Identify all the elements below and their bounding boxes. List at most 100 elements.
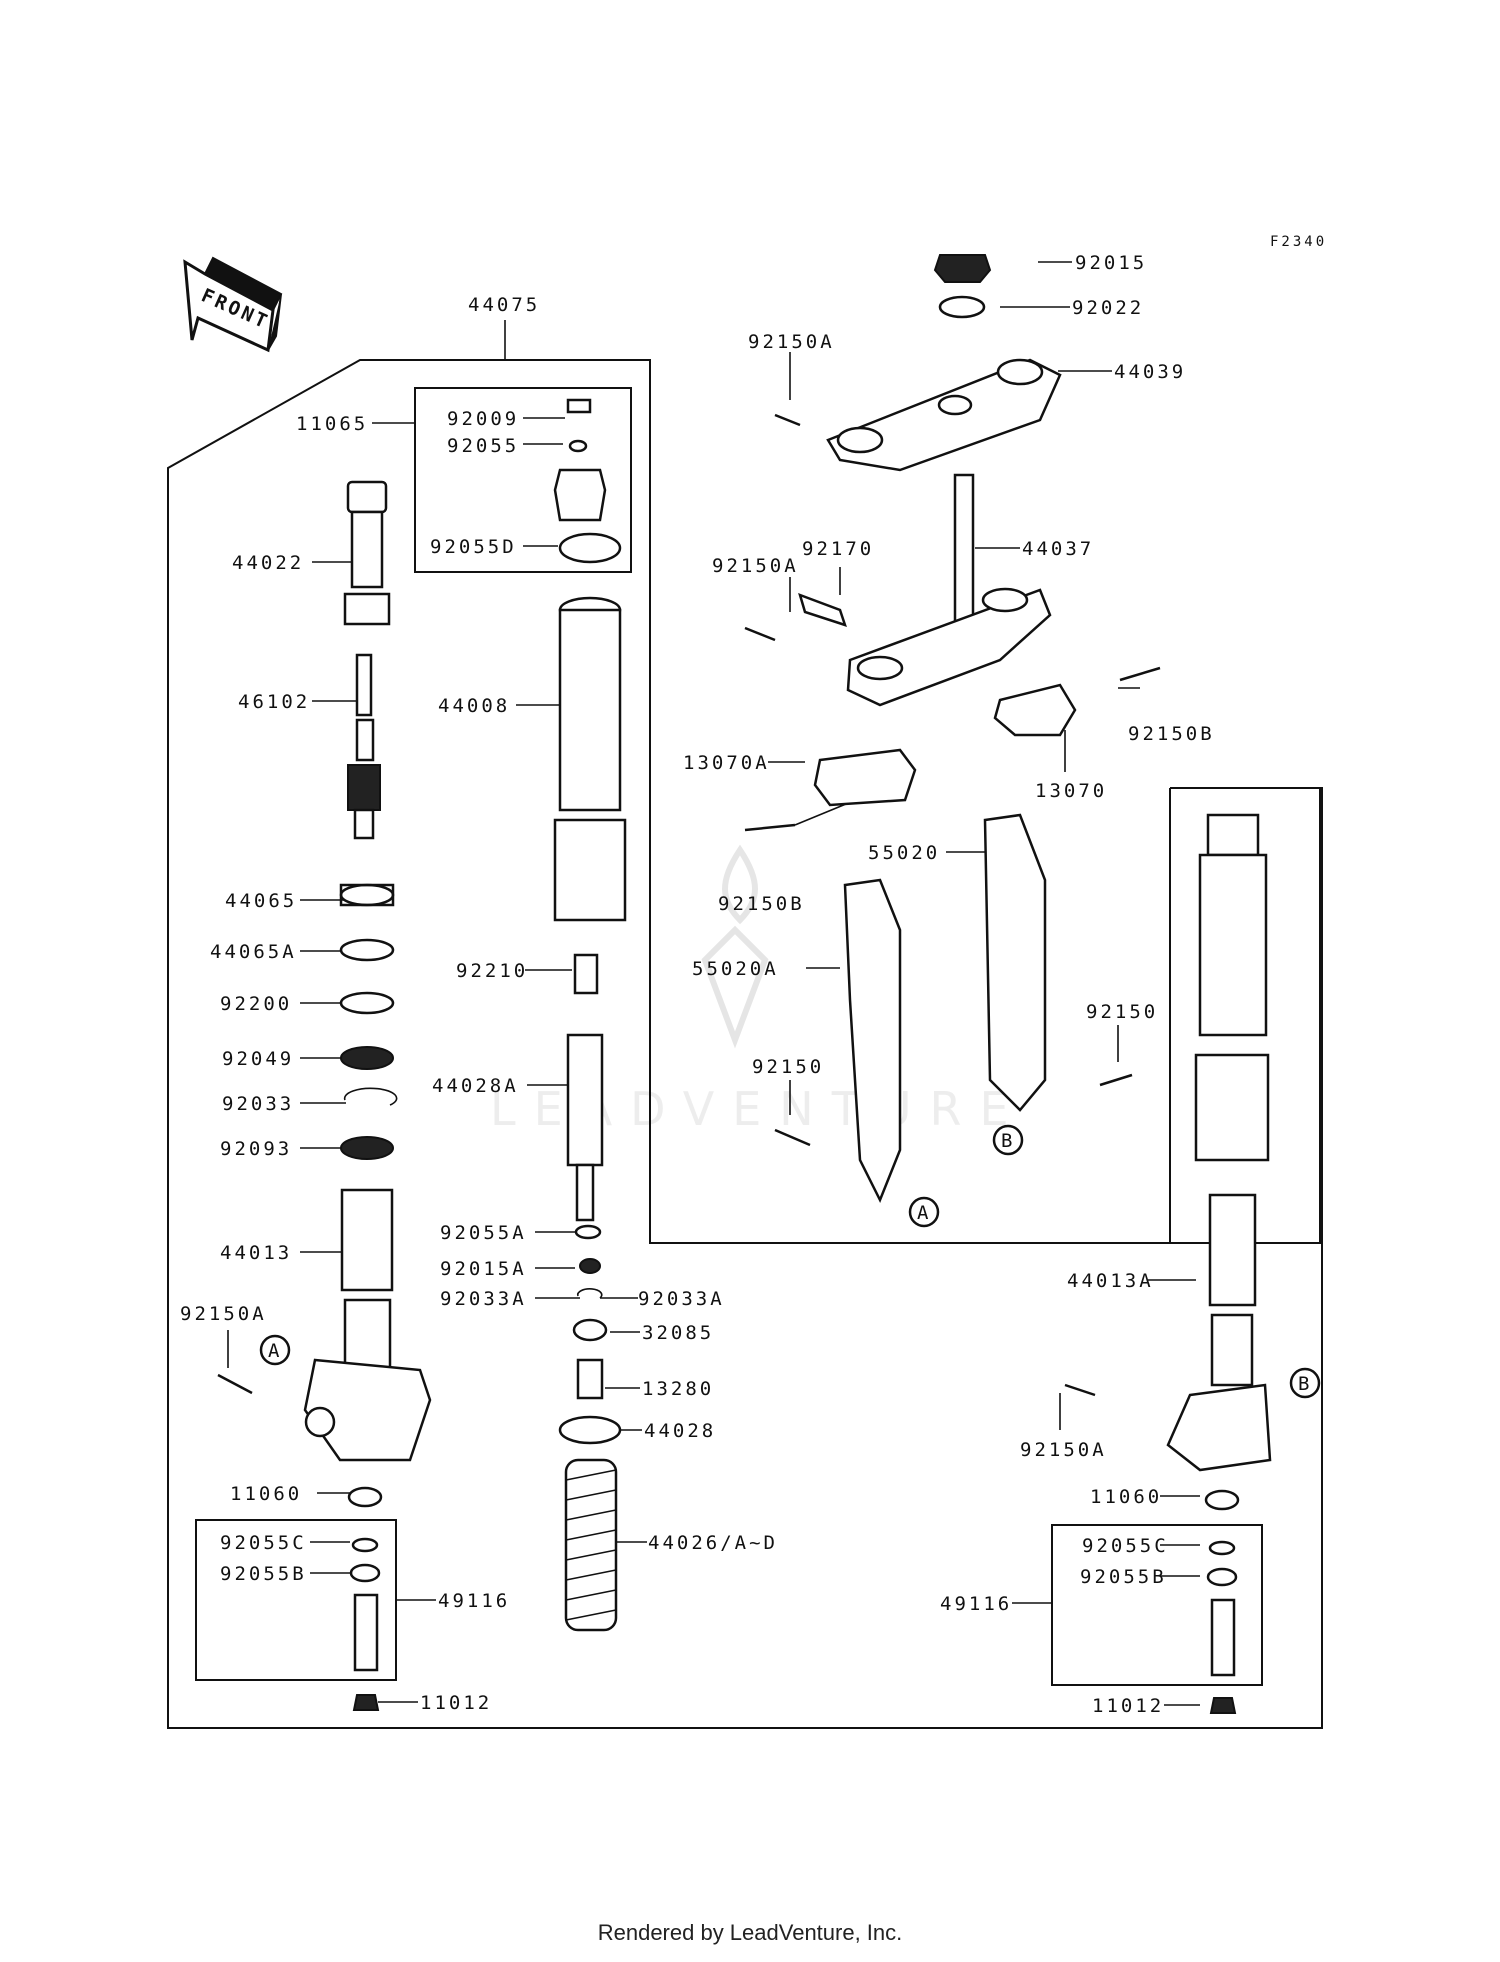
nut-92015 [933, 254, 992, 283]
label-92015: 92015 [1075, 252, 1147, 274]
label-55020: 55020 [868, 842, 940, 864]
inner-tube-44013 [303, 1188, 432, 1462]
washer-11060-right [1204, 1489, 1240, 1511]
bolt-92150a-right [1064, 1383, 1096, 1397]
outer-tube-44008 [553, 596, 627, 922]
label-92200: 92200 [220, 993, 292, 1015]
label-92150-right: 92150 [1086, 1001, 1158, 1023]
spring-seat-44028 [558, 1415, 622, 1445]
label-92055b-left: 92055B [220, 1563, 307, 1585]
label-92033: 92033 [222, 1093, 294, 1115]
label-92150a-top: 92150A [748, 331, 835, 353]
label-44028: 44028 [644, 1420, 716, 1442]
label-44065a: 44065A [210, 941, 297, 963]
bolt-13280 [576, 1358, 604, 1400]
leader-lines [227, 261, 1200, 1706]
label-49116-right: 49116 [940, 1593, 1012, 1615]
clamp-13070a [813, 748, 917, 807]
damper-rod-46102 [347, 653, 381, 840]
bolt-11012-right [1209, 1697, 1237, 1714]
washer-11060-left [347, 1486, 383, 1508]
label-11060-right: 11060 [1090, 1486, 1162, 1508]
bolt-92150a-left [217, 1373, 253, 1395]
label-11060-left: 11060 [230, 1483, 302, 1505]
bolt-92150b-mid [744, 823, 796, 832]
label-92055b-right: 92055B [1080, 1566, 1167, 1588]
label-44013a: 44013A [1067, 1270, 1154, 1292]
label-92055c-right: 92055C [1082, 1535, 1169, 1557]
bolt-92150-right [1099, 1073, 1133, 1087]
label-92150b-mid: 92150B [718, 893, 805, 915]
ref-a-label-top: A [917, 1202, 931, 1224]
label-92150a-left: 92150A [180, 1303, 267, 1325]
label-11012-right: 11012 [1092, 1695, 1164, 1717]
o-ring-92055c-left [351, 1537, 379, 1553]
bushing-44065a [339, 938, 395, 962]
label-44008: 44008 [438, 695, 510, 717]
label-44065: 44065 [225, 890, 297, 912]
bolt-92150b-right [1119, 666, 1161, 682]
ref-b-label-top: B [1001, 1130, 1015, 1152]
o-ring-92055b-left [349, 1563, 381, 1583]
figure-code: F2340 [1270, 234, 1327, 250]
label-44037: 44037 [1022, 538, 1094, 560]
label-92033a-left: 92033A [440, 1288, 527, 1310]
damper-rod-44028a [566, 1033, 604, 1222]
bolt-11012-left [352, 1694, 380, 1711]
right-inner-tube-44013a [1166, 1193, 1272, 1472]
label-92022: 92022 [1072, 297, 1144, 319]
piston-32085 [572, 1318, 608, 1342]
label-13280: 13280 [642, 1378, 714, 1400]
label-11065: 11065 [296, 413, 368, 435]
ref-a-label-left: A [268, 1340, 282, 1362]
label-44039: 44039 [1114, 361, 1186, 383]
o-ring-92055b-right [1206, 1567, 1238, 1587]
label-92015a: 92015A [440, 1258, 527, 1280]
valve-49116-right [1210, 1598, 1236, 1677]
top-cap [553, 468, 607, 522]
right-outer-tube [1194, 813, 1270, 1162]
cap-kit-box [414, 387, 632, 573]
footer-credit: Rendered by LeadVenture, Inc. [597, 1920, 903, 1945]
o-ring-92055d [558, 532, 622, 564]
label-44026: 44026/A~D [648, 1532, 778, 1554]
ref-a-circle-left [259, 1334, 291, 1366]
circlip-92033a [576, 1288, 603, 1299]
o-ring-92055a [574, 1224, 602, 1240]
front-arrow-icon: FRONT [183, 256, 283, 353]
damper-cylinder-44022 [343, 480, 391, 626]
washer-92200 [339, 991, 395, 1015]
bolt-92150-mid [774, 1128, 811, 1147]
clamp-13070 [993, 683, 1077, 737]
label-13070: 13070 [1035, 780, 1107, 802]
fork-guard-55020 [983, 813, 1047, 1112]
valve-kit-box-right [1051, 1524, 1263, 1686]
ref-a-circle-top [908, 1196, 940, 1228]
o-ring-92055c-right [1208, 1540, 1236, 1556]
label-92055c-left: 92055C [220, 1532, 307, 1554]
label-92033a-right: 92033A [638, 1288, 725, 1310]
label-92055a: 92055A [440, 1222, 527, 1244]
spring-44026 [564, 1458, 618, 1632]
fork-guard-55020a [843, 878, 902, 1204]
label-11012-left: 11012 [420, 1692, 492, 1714]
bolt-92009 [566, 398, 592, 414]
label-92055: 92055 [447, 435, 519, 457]
part-labels: 44075 11065 92009 92055 92055D 44022 461… [180, 252, 1312, 1717]
label-13070a: 13070A [683, 752, 770, 774]
collar-92210 [573, 953, 599, 995]
label-92150a-mid: 92150A [712, 555, 799, 577]
label-44075: 44075 [468, 294, 540, 316]
oil-seal-92049 [340, 1046, 394, 1070]
label-32085: 32085 [642, 1322, 714, 1344]
label-92170: 92170 [802, 538, 874, 560]
bracket-92170 [798, 592, 847, 627]
label-46102: 46102 [238, 691, 310, 713]
label-44028a: 44028A [432, 1075, 519, 1097]
nut-92015a [579, 1258, 601, 1274]
ref-b-label-right: B [1298, 1373, 1312, 1395]
label-92093: 92093 [220, 1138, 292, 1160]
washer-92022 [938, 295, 986, 319]
steering-stem-44037 [846, 473, 1052, 707]
